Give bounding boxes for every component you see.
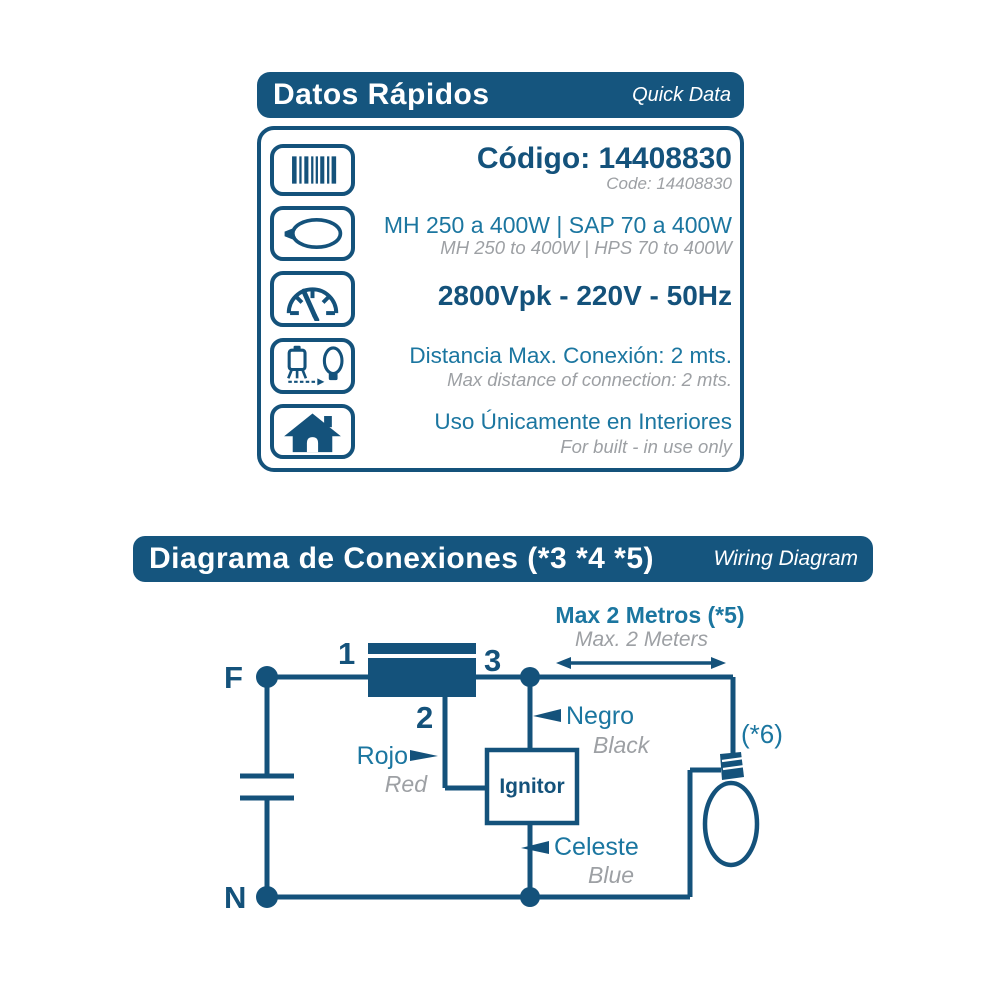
wire-blue-label-en: Blue: [588, 862, 635, 888]
product-code-en: Code: 14408830: [606, 174, 732, 193]
lamp-icon: [284, 217, 343, 250]
max-connection-distance: Distancia Max. Conexión: 2 mts.: [409, 343, 732, 368]
terminal-n-label: N: [224, 880, 247, 915]
quick-data-title-en: Quick Data: [632, 83, 731, 106]
max-length-label-en: Max. 2 Meters: [574, 628, 709, 651]
house-icon: [284, 413, 341, 453]
wire-black-label: Negro: [566, 702, 635, 730]
ignitor-box: [484, 747, 580, 826]
gauge-icon-tile: [270, 271, 355, 327]
indoor-use-note-en: For built - in use only: [560, 436, 732, 457]
wiring-diagram-title-en: Wiring Diagram: [713, 547, 858, 570]
ignitor-label: Ignitor: [499, 774, 565, 798]
terminal-f-label: F: [224, 660, 243, 695]
terminal-1-label: 1: [338, 636, 356, 671]
celeste-pointer: [521, 841, 549, 854]
house-icon-tile: [270, 404, 355, 459]
quick-data-header: Datos Rápidos Quick Data: [257, 72, 744, 118]
lamp-power-range-en: MH 250 to 400W | HPS 70 to 400W: [440, 237, 732, 258]
terminal-3-label: 3: [484, 643, 502, 678]
max-length-label: Max 2 Metros (*5): [555, 602, 745, 628]
circuit-wires: [240, 674, 736, 900]
length-arrow: [556, 657, 726, 669]
terminal-2-label: 2: [416, 700, 434, 735]
wiring-diagram-header: Diagrama de Conexiones (*3 *4 *5) Wiring…: [133, 536, 873, 582]
quick-data-title: Datos Rápidos: [273, 78, 490, 111]
product-code: Código: 14408830: [476, 142, 732, 175]
terminal-f-dot: [256, 666, 278, 688]
max-distance-icon: [287, 345, 344, 386]
terminal-n-dot: [256, 886, 278, 908]
wire-red-label: Rojo: [356, 742, 408, 770]
lamp-icon-tile: [270, 206, 355, 261]
lamp-note-label: (*6): [741, 719, 783, 749]
rojo-pointer: [410, 750, 438, 761]
lamp-power-range: MH 250 a 400W | SAP 70 a 400W: [383, 212, 732, 238]
ballast-core-bar: [368, 643, 476, 654]
wire-red-label-en: Red: [384, 771, 427, 797]
barcode-icon-tile: [270, 144, 355, 196]
max-distance-icon-tile: [270, 338, 355, 394]
wire-blue-label: Celeste: [554, 833, 639, 861]
barcode-icon: [292, 156, 337, 184]
wiring-diagram-title: Diagrama de Conexiones (*3 *4 *5): [149, 542, 655, 575]
negro-pointer: [533, 709, 561, 722]
ballast-body: [368, 658, 476, 697]
lamp: [702, 752, 760, 868]
max-connection-distance-en: Max distance of connection: 2 mts.: [447, 369, 732, 390]
wire-black-label-en: Black: [593, 732, 650, 758]
electrical-rating: 2800Vpk - 220V - 50Hz: [437, 280, 732, 311]
junction-dot-top: [520, 667, 540, 687]
indoor-use-note: Uso Únicamente en Interiores: [434, 409, 732, 434]
gauge-icon: [286, 287, 339, 321]
junction-dot-bottom: [520, 887, 540, 907]
